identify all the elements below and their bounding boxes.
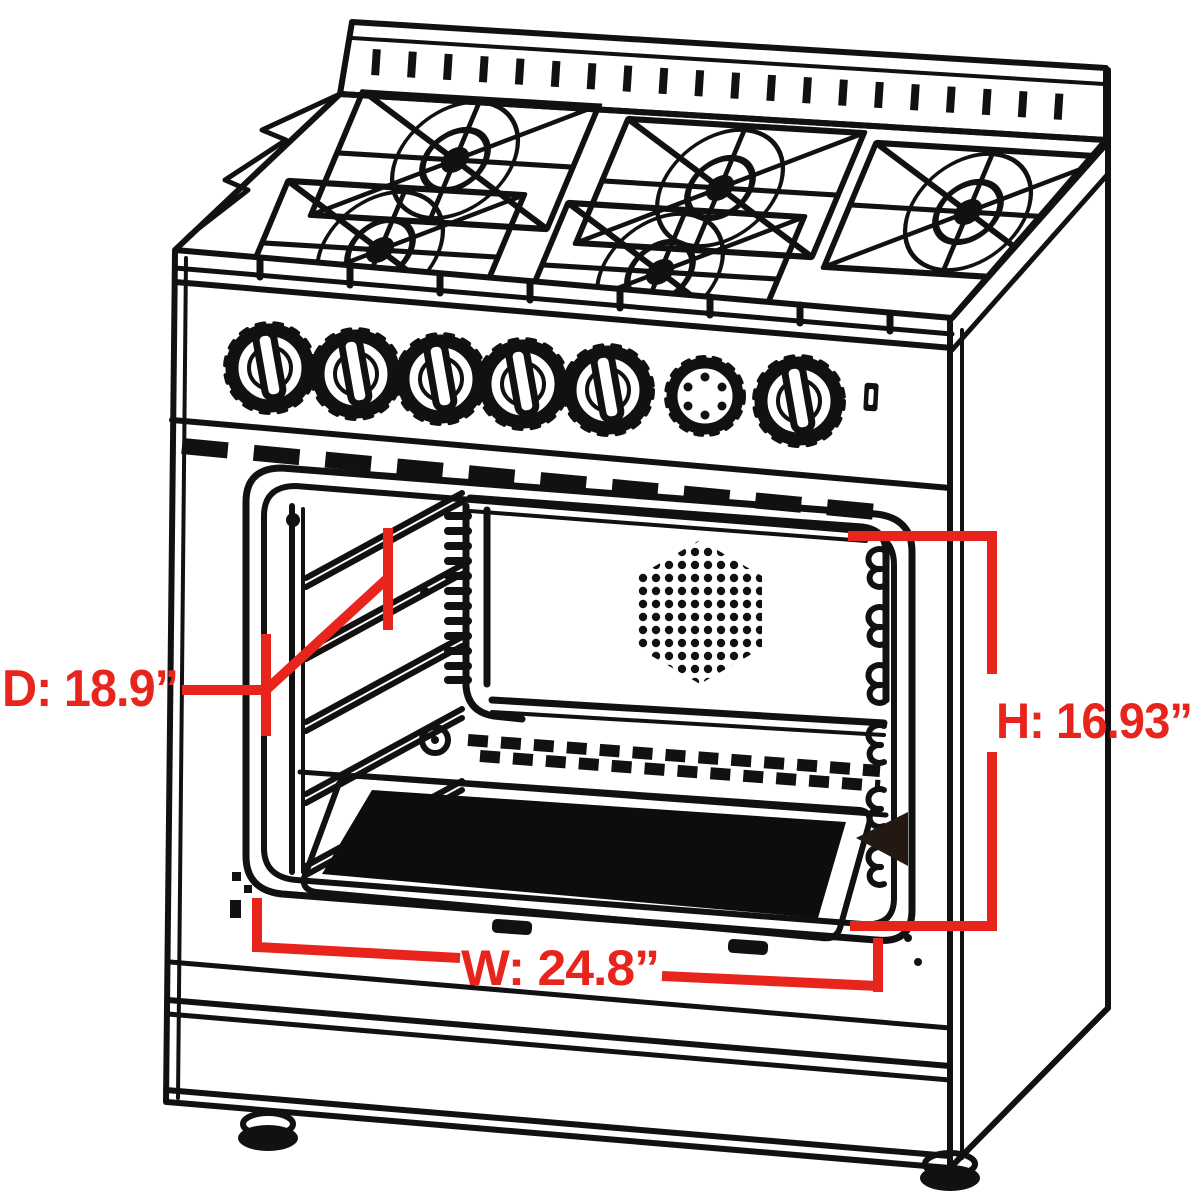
back-wall-left-rail [419,502,526,756]
oven-knob [754,356,844,446]
height-label: H: 16.93” [996,693,1192,749]
convection-fan-icon [638,540,762,684]
burner-knob-2 [311,329,401,419]
cooktop [172,91,1112,335]
burner-knob-4 [478,339,568,429]
kick-panel [163,249,953,1171]
width-label: W: 24.8” [461,940,659,996]
side-panel [947,67,1111,1171]
foot-right [920,1150,980,1191]
hinge-marks [230,872,922,966]
cavity-vent-dashes [467,734,881,792]
grate-posts [256,255,894,335]
screw-dot [286,513,300,527]
oven-cavity [230,464,922,966]
depth-label: D: 18.9” [2,660,178,718]
indicator-light [863,382,879,412]
broiler-pan [300,772,873,956]
burner-knob-3 [396,334,486,424]
burner-grate-back-right [824,143,1112,281]
back-wall [466,494,890,737]
panel-vent-dashes [181,438,899,522]
burner-knob-5 [563,345,653,435]
control-panel [169,265,955,522]
burner-knob-1 [225,323,315,413]
door-hinge-shadow [856,812,908,866]
dim-depth: D: 18.9” [2,528,393,736]
foot-left [238,1110,298,1151]
dim-height: H: 16.93” [848,531,1193,931]
bolt-icon [419,724,451,756]
screw-dot [420,587,430,597]
clock-dial [664,355,746,437]
dim-width: W: 24.8” [252,898,883,996]
